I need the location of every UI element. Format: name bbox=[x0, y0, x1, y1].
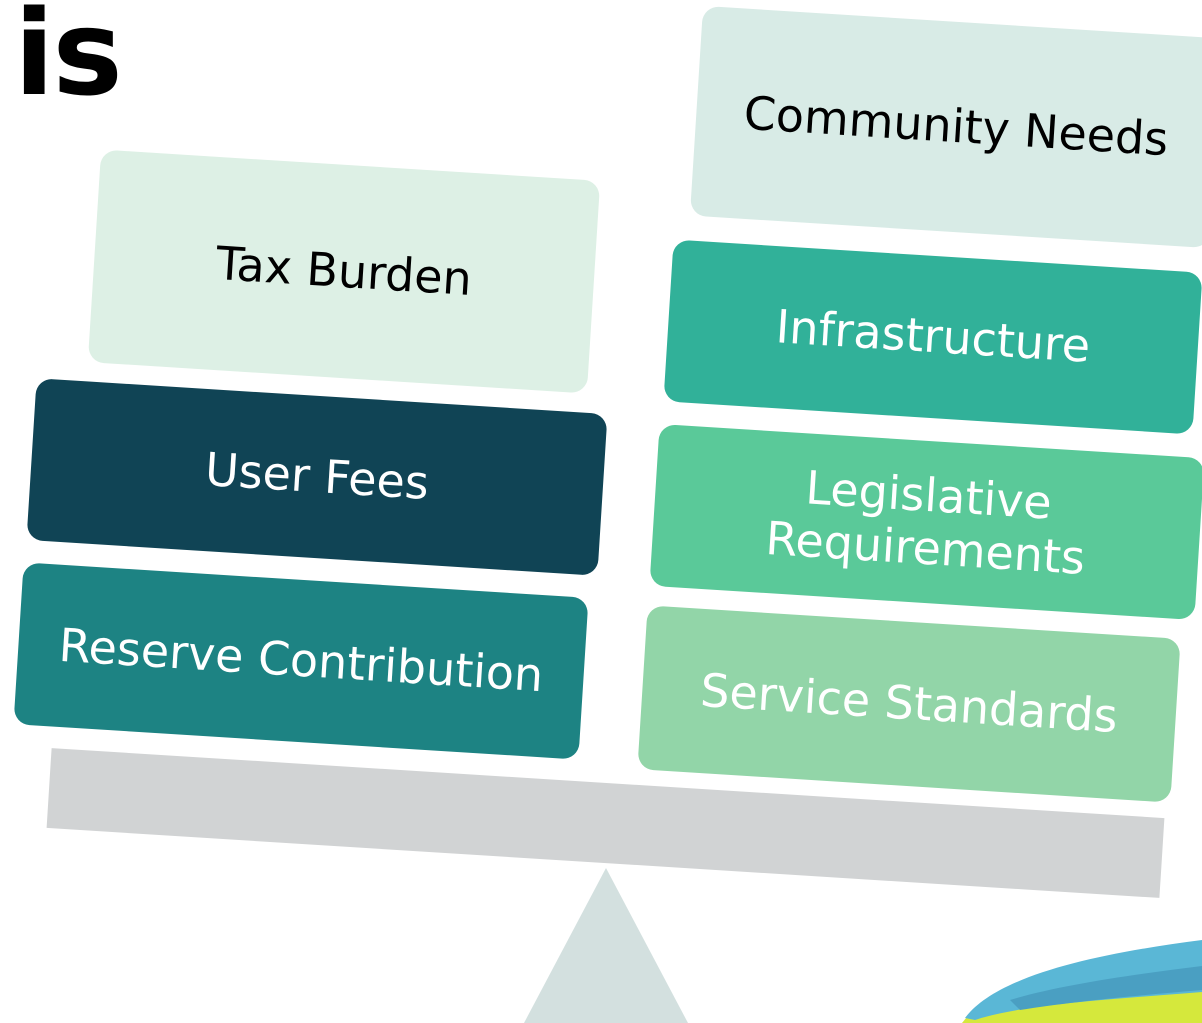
block-infrastructure-label: Infrastructure bbox=[774, 299, 1092, 374]
block-community-needs: Community Needs bbox=[689, 5, 1202, 249]
block-tax-burden-label: Tax Burden bbox=[214, 235, 474, 306]
block-community-needs-label: Community Needs bbox=[742, 86, 1170, 167]
block-service-standards-label: Service Standards bbox=[698, 663, 1120, 744]
block-reserve-contribution-label: Reserve Contribution bbox=[57, 618, 545, 703]
block-user-fees-label: User Fees bbox=[203, 442, 431, 511]
block-tax-burden: Tax Burden bbox=[87, 149, 601, 394]
block-service-standards: Service Standards bbox=[637, 605, 1181, 803]
block-infrastructure: Infrastructure bbox=[663, 239, 1202, 435]
heading-text: is bbox=[14, 0, 123, 122]
block-legislative-requirements: Legislative Requirements bbox=[649, 424, 1202, 620]
